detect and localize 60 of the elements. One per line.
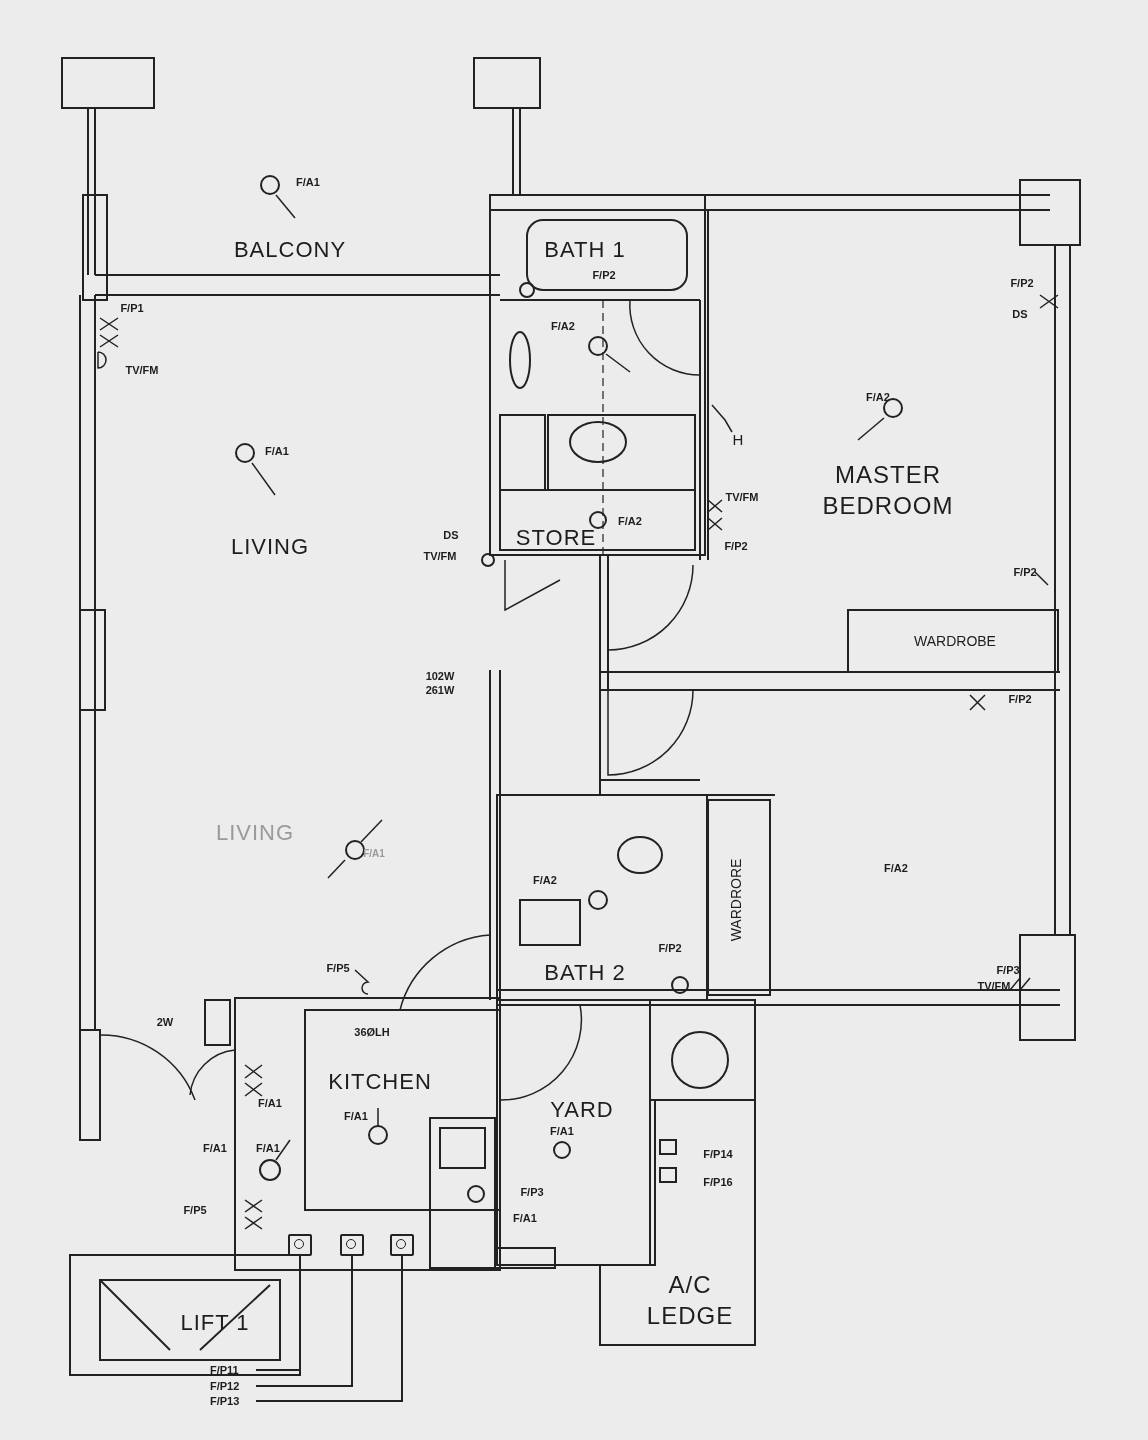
circuit-label: F/A2 <box>618 513 642 529</box>
circuit-label: F/P2 <box>1013 564 1037 580</box>
circuit-label: F/A2 <box>533 872 557 888</box>
circuit-label: TV/FM <box>725 489 759 505</box>
circuit-label: F/P1 <box>120 300 144 316</box>
circuit-label: F/P2 <box>1008 691 1032 707</box>
circuit-label: 261W <box>425 682 455 698</box>
circuit-label: F/P2 <box>1010 275 1034 291</box>
leader-line <box>255 1255 301 1371</box>
room-name: LIVING <box>230 532 310 561</box>
circuit-label: F/A1 <box>203 1140 227 1156</box>
room-name: YARD <box>550 1095 614 1124</box>
circuit-label: F/A2 <box>884 860 908 876</box>
circuit-label: F/A2 <box>866 389 890 405</box>
circuit-label: F/A1 <box>550 1123 574 1139</box>
circuit-label: F/P5 <box>326 960 350 976</box>
room-name: KITCHEN <box>328 1067 432 1096</box>
room-name: BALCONY <box>233 235 347 264</box>
circuit-label: F/P3 <box>996 962 1020 978</box>
socket-outlet-icon <box>340 1234 364 1256</box>
furniture-label: WARDRORE <box>726 858 745 942</box>
circuit-label: 36ØLH <box>354 1024 390 1040</box>
circuit-label: DS <box>1012 306 1028 322</box>
circuit-label: F/A1 <box>513 1210 537 1226</box>
circuit-label: F/P2 <box>658 940 682 956</box>
circuit-label: F/A1 <box>265 443 289 459</box>
room-name: MASTER BEDROOM <box>821 459 955 521</box>
circuit-label: F/A1 <box>296 174 320 190</box>
symbol-label: H <box>732 430 744 450</box>
circuit-label: TV/FM <box>977 978 1011 994</box>
circuit-label: F/P12 <box>210 1379 256 1393</box>
furniture-label: WARDROBE <box>914 631 996 651</box>
circuit-label: F/A1 <box>256 1140 280 1156</box>
room-name: LIFT 1 <box>180 1308 250 1337</box>
circuit-label: TV/FM <box>423 548 457 564</box>
circuit-label: F/P2 <box>592 267 616 283</box>
leader-line <box>255 1255 353 1387</box>
circuit-label: 102W <box>425 668 455 684</box>
socket-outlet-icon <box>288 1234 312 1256</box>
circuit-label: 2W <box>156 1014 174 1030</box>
circuit-label: F/P14 <box>703 1146 733 1162</box>
room-name: BATH 1 <box>544 235 626 264</box>
leader-line <box>255 1255 403 1402</box>
circuit-label: F/P13 <box>210 1394 256 1408</box>
circuit-label: TV/FM <box>125 362 159 378</box>
circuit-label: F/A1 <box>258 1095 282 1111</box>
circuit-label: DS <box>443 527 459 543</box>
room-name: STORE <box>515 523 597 552</box>
circuit-label: F/P11 <box>210 1363 256 1377</box>
circuit-label: F/A1 <box>363 846 385 860</box>
circuit-label: F/A1 <box>344 1108 368 1124</box>
room-name: BATH 2 <box>544 958 626 987</box>
circuit-label: F/P16 <box>703 1174 733 1190</box>
circuit-label: F/P3 <box>520 1184 544 1200</box>
socket-outlet-icon <box>390 1234 414 1256</box>
circuit-label: F/P2 <box>724 538 748 554</box>
circuit-label: F/A2 <box>551 318 575 334</box>
circuit-label: F/P5 <box>183 1202 207 1218</box>
room-name: LIVING <box>215 818 295 847</box>
room-name: A/C LEDGE <box>645 1269 735 1331</box>
